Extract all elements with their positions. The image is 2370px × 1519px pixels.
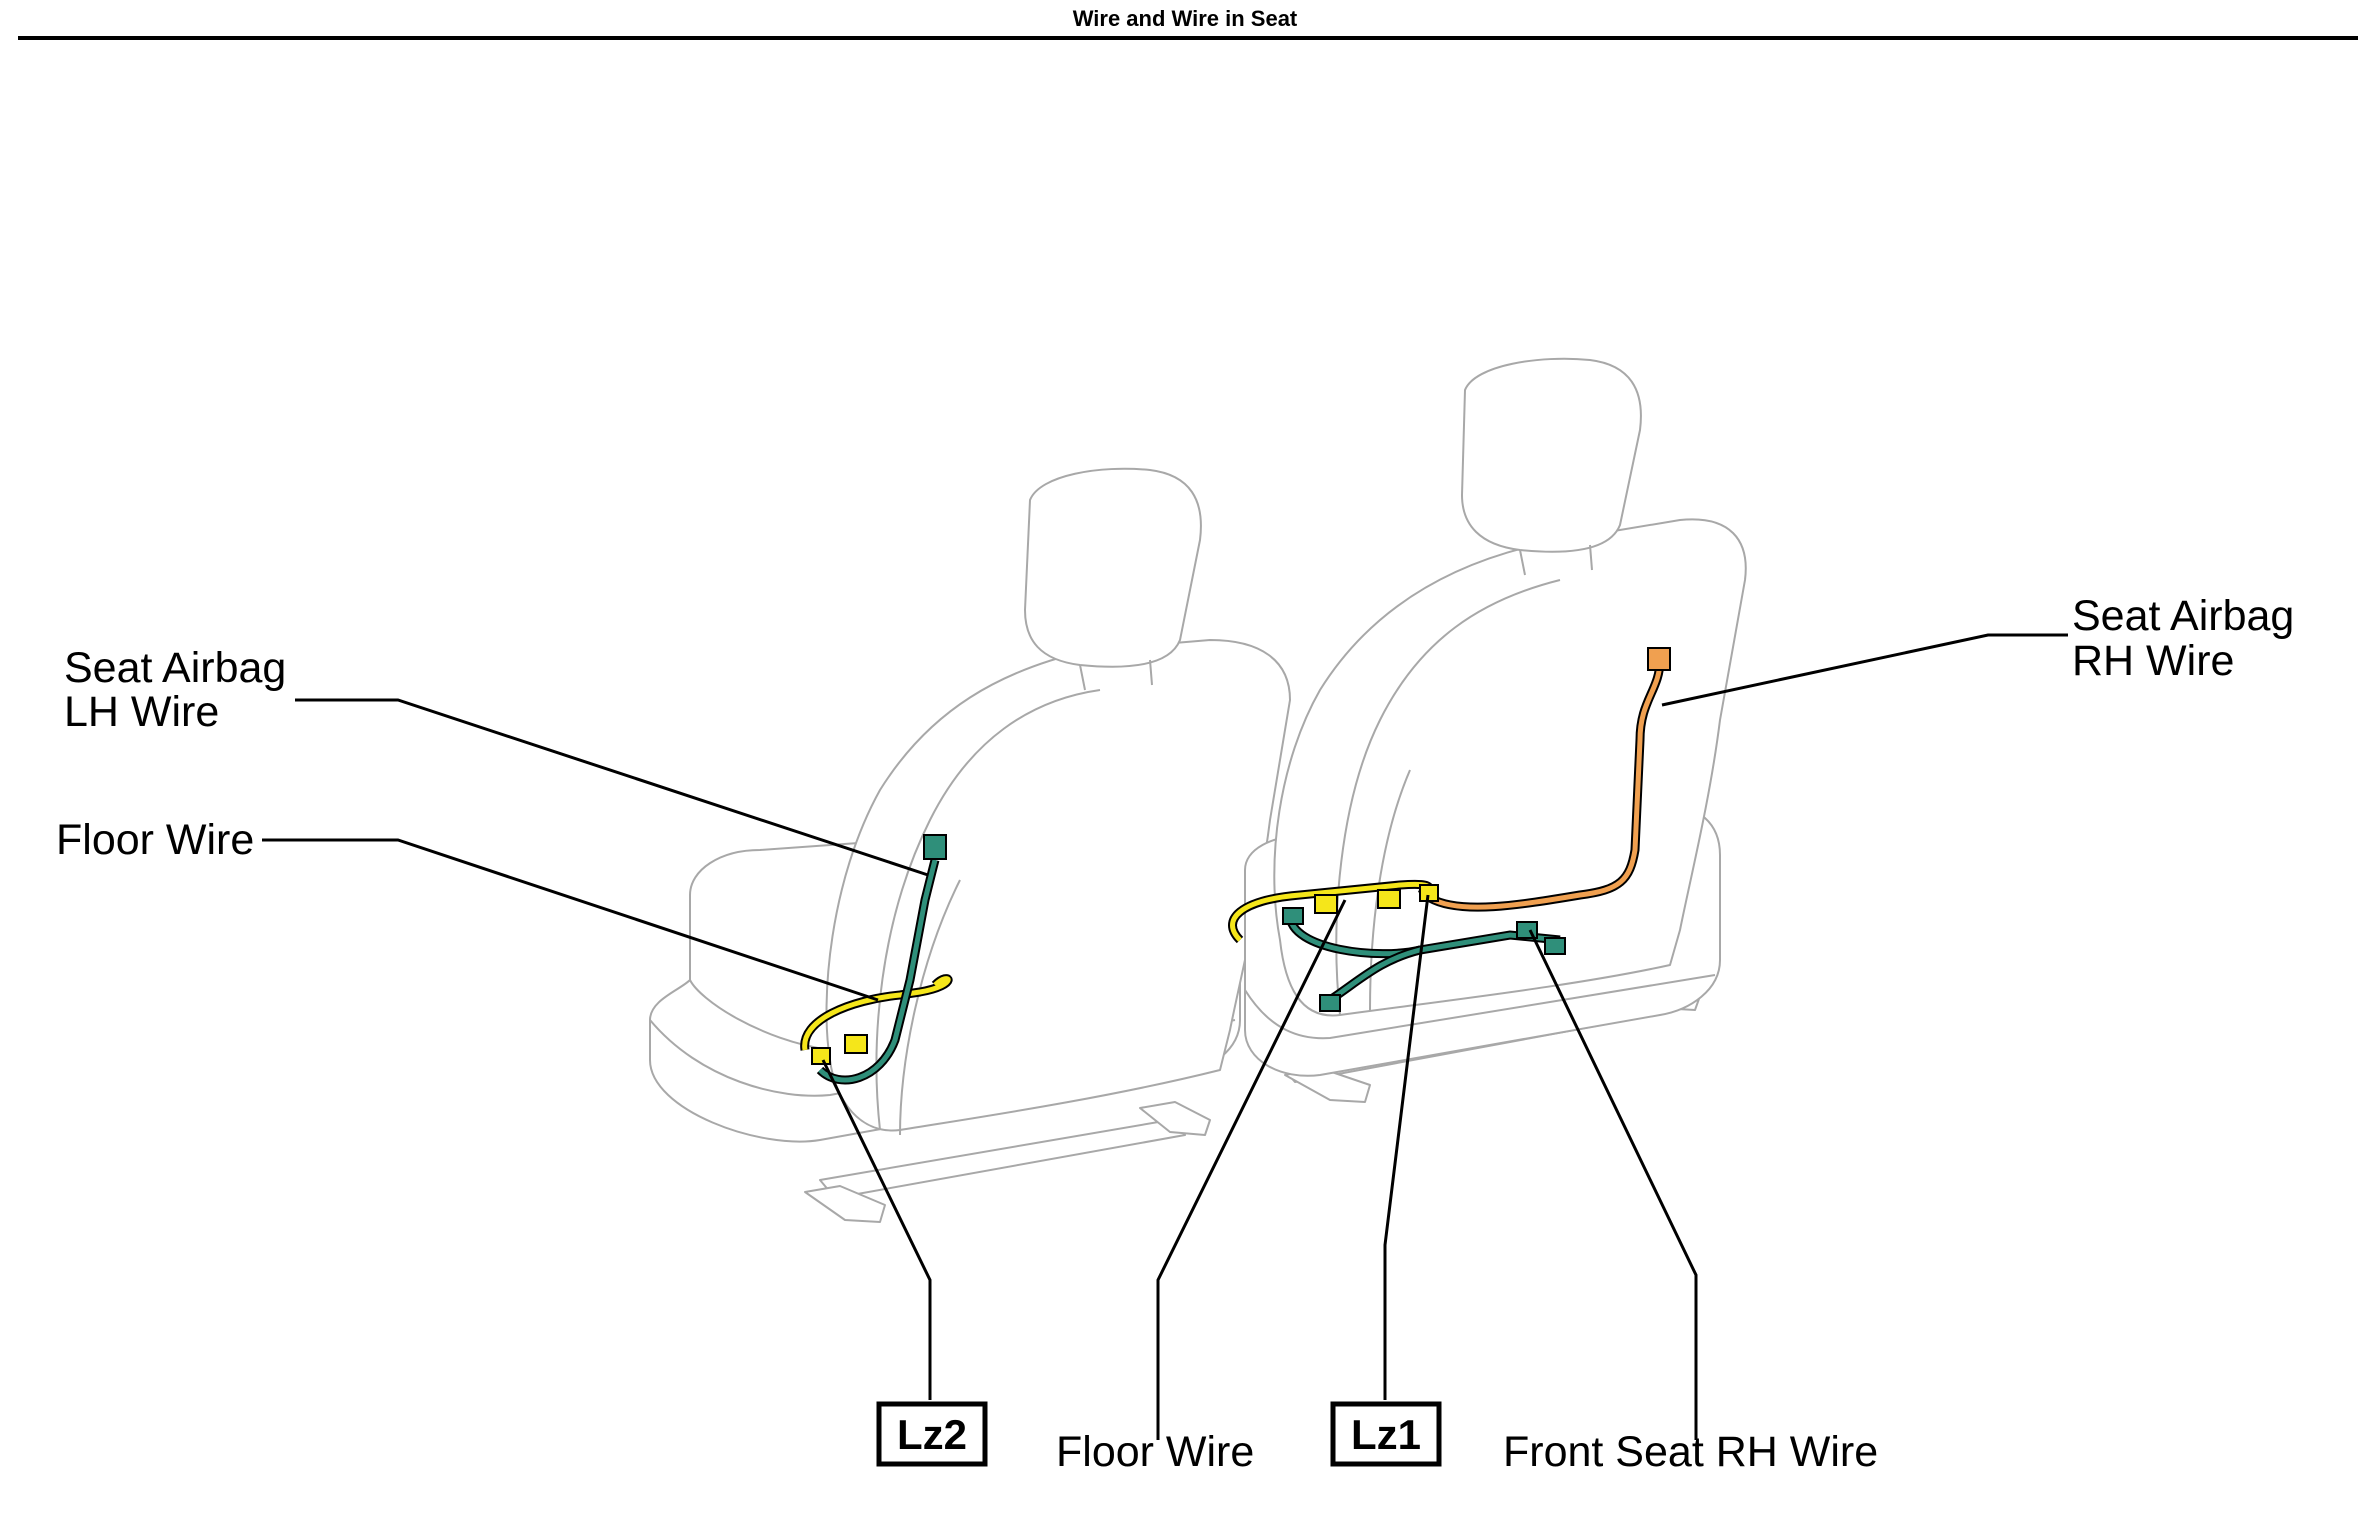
code-box-lz2: Lz2 — [876, 1401, 988, 1467]
right-seat-harness — [1228, 647, 1671, 1012]
lz2-connector — [811, 1047, 831, 1065]
label-seat-airbag-rh-line1: Seat Airbag — [2072, 592, 2294, 640]
label-seat-airbag-lh-line2: LH Wire — [64, 688, 219, 736]
lz1-connector — [1419, 884, 1439, 902]
left-seat — [649, 467, 1291, 1223]
left-seat-headrest — [1024, 467, 1202, 668]
right-seat — [1244, 357, 1747, 1103]
leader-floor-wire-left — [262, 838, 879, 1002]
leader-front-seat-rh — [1528, 929, 1698, 1440]
leader-seat-airbag-lh — [295, 698, 929, 877]
left-seat-backrest — [825, 639, 1291, 1132]
leader-lz2 — [821, 1059, 932, 1400]
left-seat-rail — [819, 1119, 1186, 1199]
label-floor-wire-bottom: Floor Wire — [1056, 1428, 1254, 1476]
left-seat-rail-foot-2 — [1139, 1101, 1211, 1136]
label-front-seat-rh: Front Seat RH Wire — [1503, 1428, 1878, 1476]
right-seat-headrest — [1461, 357, 1642, 553]
leader-floor-wire-bottom — [1156, 899, 1347, 1440]
code-box-lz1: Lz1 — [1330, 1401, 1442, 1467]
right-seat-backrest — [1273, 518, 1747, 1017]
left-floor-connector — [844, 1034, 868, 1054]
title-rule — [18, 36, 2358, 40]
leader-lz1 — [1383, 894, 1430, 1400]
leader-seat-airbag-rh — [1661, 633, 2068, 707]
rh-airbag-connector — [1647, 647, 1671, 671]
code-lz1: Lz1 — [1351, 1411, 1421, 1458]
code-lz2: Lz2 — [897, 1411, 967, 1458]
label-seat-airbag-rh-line2: RH Wire — [2072, 637, 2234, 685]
left-seat-rail-foot — [804, 1185, 886, 1223]
label-floor-wire-left: Floor Wire — [56, 816, 254, 864]
page-title: Wire and Wire in Seat — [1072, 6, 1298, 31]
label-seat-airbag-lh-line1: Seat Airbag — [64, 644, 286, 692]
left-airbag-connector — [923, 834, 947, 860]
